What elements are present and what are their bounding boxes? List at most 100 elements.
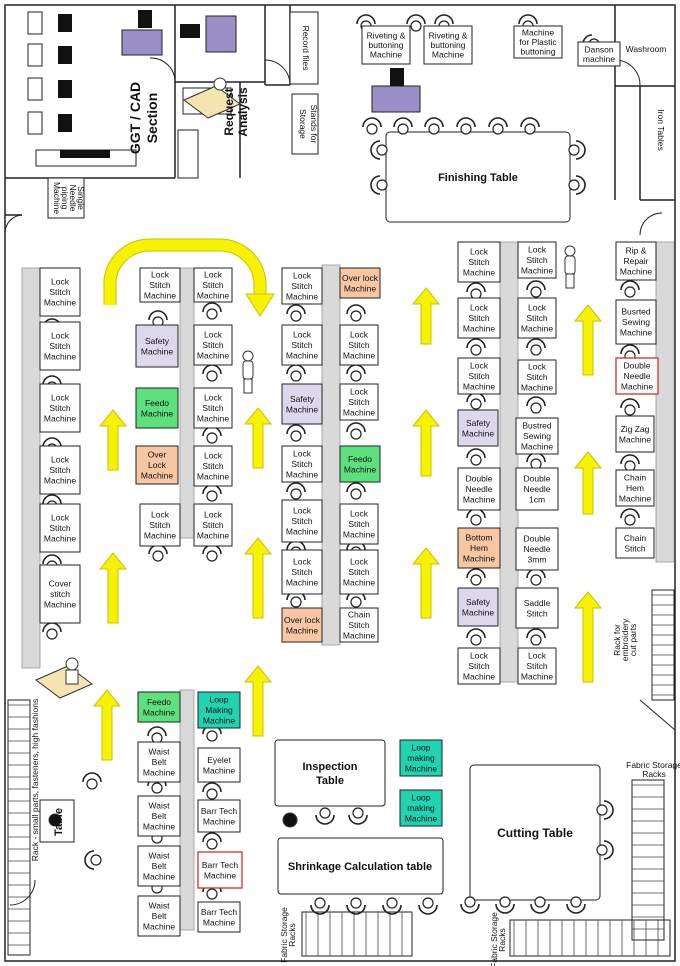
chair [202, 302, 222, 320]
flow-arrow [98, 409, 128, 471]
cutting-table-label: Cutting Table [497, 826, 573, 840]
flow-arrow [573, 591, 603, 683]
chair [620, 280, 640, 298]
flow-arrow [243, 407, 273, 469]
chair [286, 482, 306, 500]
chair [346, 304, 366, 322]
people [35, 77, 576, 828]
conveyor-bar [21, 267, 41, 669]
chair [202, 832, 222, 850]
chair [466, 338, 486, 356]
fabric-racks-bottom1-label: Fabric StorageRacks [279, 907, 297, 963]
chair [202, 544, 222, 562]
finishing-table-label: Finishing Table [438, 172, 518, 184]
chair [466, 568, 486, 586]
fabric-racks-bottom2-label: Fabric StorageRacks [489, 912, 507, 966]
chair [526, 396, 546, 414]
chair [148, 544, 168, 562]
chair [202, 364, 222, 382]
washroom-label: Washroom [626, 44, 667, 54]
conveyor-bar [179, 689, 195, 931]
walls [4, 4, 676, 962]
rack-slats [8, 594, 674, 956]
flow-arrow [411, 409, 441, 477]
chair [526, 568, 546, 586]
flow-arrow [411, 287, 441, 345]
chair [42, 622, 62, 640]
flow-arrow [98, 552, 128, 624]
line-conveyors [21, 241, 675, 931]
chair [286, 364, 306, 382]
room-labels: GGT / CADSection RequestAnalysis Record … [30, 26, 680, 966]
chair [568, 140, 586, 160]
tables [39, 11, 601, 901]
request-analysis-label: RequestAnalysis [222, 87, 250, 137]
chair [526, 280, 546, 298]
chair [362, 117, 382, 135]
